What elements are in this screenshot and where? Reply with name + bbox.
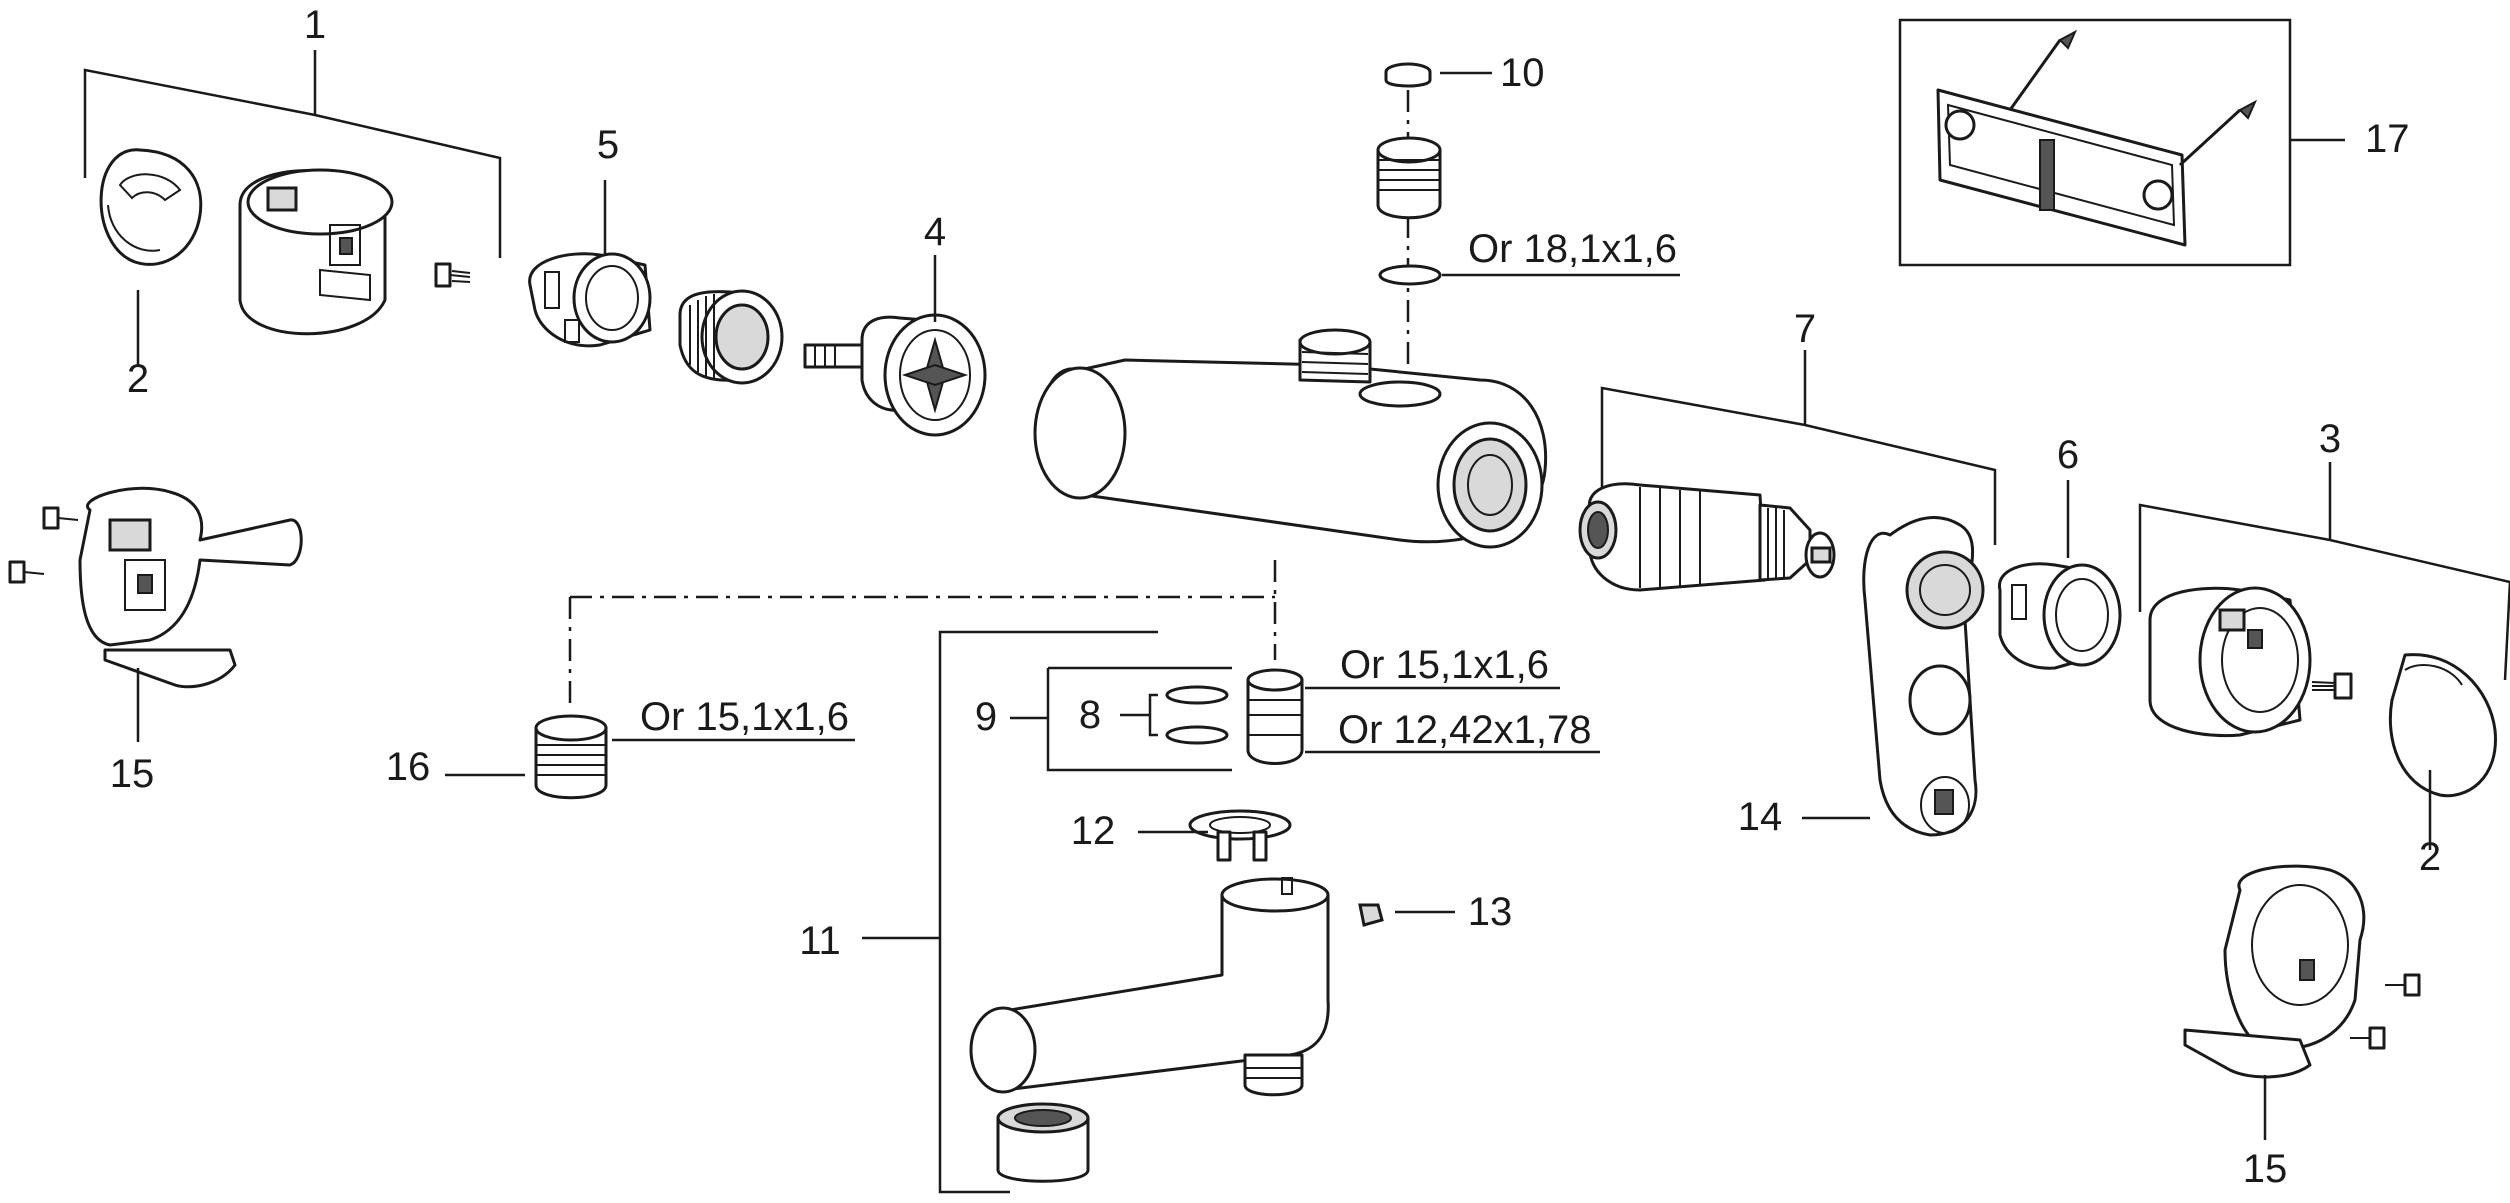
screw-left xyxy=(434,262,471,288)
label-or-15-left: Or 15,1x1,6 xyxy=(640,695,849,739)
nut-knurl xyxy=(689,294,715,378)
nipple-top xyxy=(1376,136,1442,220)
part-8-orings xyxy=(1165,685,1229,745)
part-4-cartridge xyxy=(803,313,987,437)
label-9: 9 xyxy=(975,695,997,739)
oring-18 xyxy=(1378,264,1442,286)
label-5: 5 xyxy=(597,123,619,167)
label-1: 1 xyxy=(304,3,326,47)
label-2-right: 2 xyxy=(2419,835,2441,879)
screw-right xyxy=(2311,672,2353,700)
part-16-nipple xyxy=(534,714,608,800)
label-15-right: 15 xyxy=(2243,1147,2288,1191)
label-11: 11 xyxy=(799,919,841,963)
part-11-aerator-nut xyxy=(996,1102,1090,1183)
cartridge-spline xyxy=(1767,508,1785,580)
main-body xyxy=(1033,328,1548,549)
label-15-left: 15 xyxy=(110,752,155,796)
label-16: 16 xyxy=(386,745,431,789)
part-2-cap-right xyxy=(2388,653,2497,798)
label-10: 10 xyxy=(1500,51,1545,95)
group-7-bracket xyxy=(1600,350,1997,545)
part-13-grub-screw xyxy=(1358,903,1384,927)
cartridge-rings xyxy=(1639,487,1701,588)
label-7: 7 xyxy=(1794,307,1816,351)
nipple-top-thread xyxy=(1378,159,1440,191)
label-or-12: Or 12,42x1,78 xyxy=(1338,708,1592,752)
part-5-ring xyxy=(528,252,652,348)
part-10-washer xyxy=(1384,62,1432,88)
label-8: 8 xyxy=(1079,693,1101,737)
part-3-knob-body xyxy=(2148,586,2312,738)
part-12-clip xyxy=(1188,809,1292,862)
part-17-box xyxy=(1898,18,2292,267)
part-1-knob-body xyxy=(238,168,394,336)
body-top-thread xyxy=(1301,351,1369,375)
part-11-spout xyxy=(969,877,1330,1097)
part-9-connector xyxy=(1246,668,1304,765)
group-3-bracket xyxy=(2138,462,2510,681)
label-17: 17 xyxy=(2365,117,2410,161)
label-13: 13 xyxy=(1468,890,1513,934)
label-14: 14 xyxy=(1738,795,1783,839)
label-3: 3 xyxy=(2319,417,2341,461)
group-11-bracket xyxy=(862,630,1158,1194)
part-15-bracket-left xyxy=(78,486,303,689)
screw-15-right-a xyxy=(2385,973,2421,997)
part-7-thermostatic-cartridge xyxy=(1578,482,1836,592)
part-6-adapter xyxy=(1998,562,2122,670)
label-6: 6 xyxy=(2057,433,2079,477)
label-2-left: 2 xyxy=(127,357,149,401)
group-1-bracket xyxy=(83,50,502,258)
screw-15-right-b xyxy=(2350,1026,2386,1050)
screw-15-left-b xyxy=(8,560,45,584)
part-2-cap-left xyxy=(99,148,203,266)
label-or-18: Or 18,1x1,6 xyxy=(1468,227,1677,271)
part-nut xyxy=(678,289,784,385)
part-14-plate xyxy=(1862,516,1985,837)
screw-15-left-a xyxy=(42,506,79,530)
label-or-15-top: Or 15,1x1,6 xyxy=(1340,643,1549,687)
label-12: 12 xyxy=(1071,809,1116,853)
part-16-thread xyxy=(536,744,606,776)
part-15-bracket-right xyxy=(2183,864,2366,1079)
label-4: 4 xyxy=(924,210,946,254)
